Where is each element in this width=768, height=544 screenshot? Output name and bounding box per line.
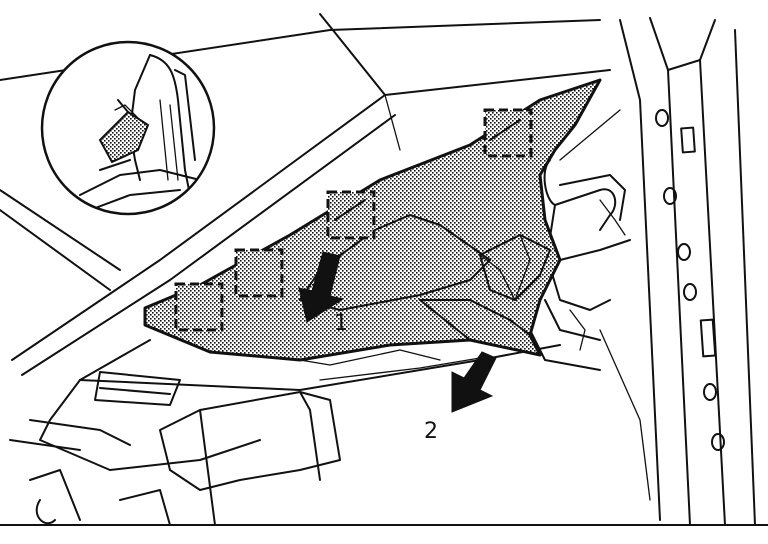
detail-inset bbox=[40, 40, 216, 216]
step-label-2: 2 bbox=[424, 419, 438, 444]
step-label-1: 1 bbox=[334, 311, 348, 336]
clip-marker bbox=[326, 190, 376, 240]
clip-marker bbox=[234, 248, 284, 298]
arrow-step-1 bbox=[298, 251, 345, 323]
clip-marker bbox=[483, 108, 533, 158]
pillar-holes bbox=[655, 109, 725, 451]
roof-headliner bbox=[0, 13, 611, 376]
lower-console bbox=[0, 329, 768, 526]
clip-locations bbox=[174, 108, 533, 332]
door-pillar bbox=[559, 17, 756, 526]
arrow-step-2 bbox=[451, 351, 497, 413]
clip-marker bbox=[174, 282, 224, 332]
